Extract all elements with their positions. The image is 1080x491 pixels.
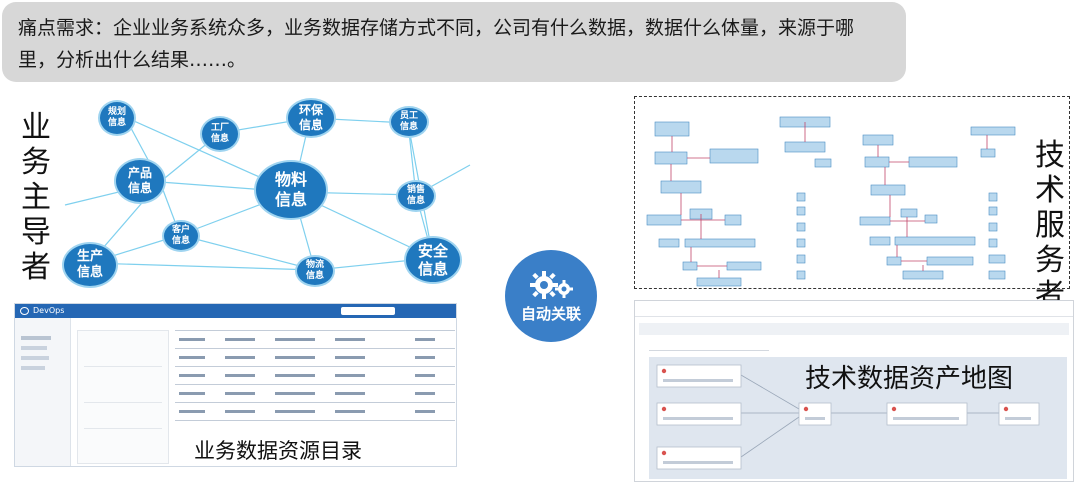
node-label: 物流信息	[305, 260, 324, 281]
business-leader-label: 业 务 主 导 者	[18, 110, 54, 285]
left-label-char: 者	[21, 250, 51, 285]
asset-map-caption: 技术数据资产地图	[805, 364, 1014, 394]
node-label: 生产信息	[76, 249, 103, 280]
flow-edge	[740, 416, 800, 458]
node-label: 销售信息	[406, 185, 425, 206]
devops-search-input[interactable]	[341, 307, 395, 315]
node-label: 客户信息	[171, 225, 190, 246]
tech-service-label: 技 术 服 务 者	[1032, 138, 1068, 313]
node-customer-info: 客户信息	[162, 220, 200, 252]
asset-map-canvas	[649, 357, 1067, 479]
sidebar-item[interactable]	[21, 346, 47, 350]
sidebar-item[interactable]	[21, 366, 45, 370]
flow-node	[656, 402, 742, 426]
edge	[89, 262, 316, 271]
edge	[179, 234, 316, 271]
pain-point-banner: 痛点需求：企业业务系统众多，业务数据存储方式不同，公司有什么数据，数据什么体量，…	[2, 2, 906, 82]
node-safety-info: 安全信息	[404, 236, 462, 284]
lineage-graph	[646, 116, 1016, 287]
node-plan-info: 规划信息	[98, 100, 136, 136]
filter-group[interactable]	[84, 373, 162, 403]
devops-logo-icon	[20, 307, 29, 315]
devops-resource-table	[175, 330, 455, 421]
flow-node	[998, 402, 1040, 426]
filter-group[interactable]	[84, 337, 162, 367]
devops-filter-panel	[77, 330, 169, 464]
node-label: 产品信息	[127, 166, 152, 195]
flow-edge	[740, 374, 800, 410]
business-catalog-caption: 业务数据资源目录	[190, 435, 366, 465]
node-label: 物料信息	[274, 170, 307, 209]
sidebar-item[interactable]	[21, 336, 51, 340]
flow-node	[656, 446, 742, 470]
node-label: 环保信息	[298, 103, 323, 132]
left-label-char: 业	[21, 110, 51, 145]
node-production-info: 生产信息	[62, 242, 118, 288]
devops-header: DevOps	[15, 304, 456, 318]
node-env-info: 环保信息	[286, 98, 336, 138]
flow-node	[798, 402, 832, 426]
node-factory-info: 工厂信息	[200, 116, 240, 152]
right-label-char: 技	[1035, 138, 1065, 173]
auto-link-circle: 自动关联	[505, 250, 597, 342]
sidebar-item[interactable]	[21, 356, 49, 360]
asset-flow	[656, 364, 1040, 470]
flow-node	[886, 402, 968, 426]
asset-tabs[interactable]	[649, 341, 769, 351]
node-sales-info: 销售信息	[396, 180, 436, 212]
asset-header-bar	[635, 301, 1073, 317]
gears-icon	[530, 270, 573, 299]
node-label: 安全信息	[417, 242, 448, 278]
right-label-char: 术	[1035, 173, 1065, 208]
node-label: 规划信息	[107, 107, 126, 128]
technical-lineage-diagram	[634, 96, 1070, 289]
left-label-char: 主	[21, 180, 51, 215]
flow-node	[656, 364, 742, 388]
asset-info-bar	[639, 323, 1069, 335]
pain-point-text: 痛点需求：企业业务系统众多，业务数据存储方式不同，公司有什么数据，数据什么体量，…	[18, 17, 855, 71]
left-label-char: 导	[21, 215, 51, 250]
node-label: 员工信息	[399, 111, 418, 132]
devops-app-name: DevOps	[33, 306, 65, 315]
right-label-char: 务	[1035, 243, 1065, 278]
node-staff-info: 员工信息	[389, 106, 429, 138]
devops-sidebar	[15, 318, 71, 466]
auto-link-label: 自动关联	[520, 304, 581, 323]
right-label-char: 服	[1035, 208, 1065, 243]
left-label-char: 务	[21, 145, 51, 180]
asset-map-screenshot	[634, 300, 1074, 482]
node-logistics-info: 物流信息	[295, 255, 335, 287]
node-product-info: 产品信息	[114, 158, 166, 204]
node-material-info: 物料信息	[254, 160, 328, 220]
filter-group[interactable]	[84, 409, 162, 429]
node-label: 工厂信息	[210, 123, 229, 144]
